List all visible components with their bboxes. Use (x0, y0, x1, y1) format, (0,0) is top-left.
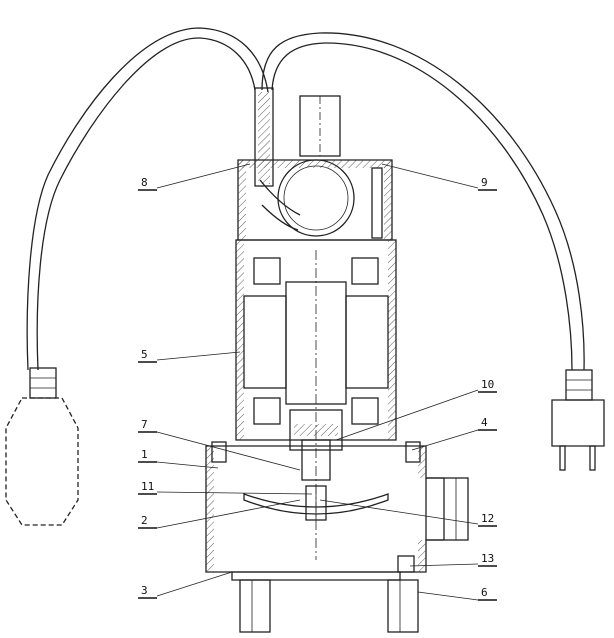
callout-5: 5 (141, 348, 148, 361)
callout-8: 8 (141, 176, 148, 189)
callout-6: 6 (481, 586, 488, 599)
callout-2: 2 (141, 514, 148, 527)
leader-lines (156, 163, 479, 601)
seal-housing (289, 409, 343, 481)
power-plug (551, 369, 605, 471)
terminal-box (237, 159, 393, 241)
stator-windings (253, 257, 379, 425)
callout-11: 11 (141, 480, 154, 493)
float-switch-cable (26, 27, 269, 371)
base-stand (231, 555, 419, 633)
impeller (243, 485, 389, 521)
callout-7: 7 (141, 418, 148, 431)
callout-9: 9 (481, 176, 488, 189)
callout-1: 1 (141, 448, 148, 461)
cable-inlet-tube (254, 87, 274, 187)
outlet-pipe (425, 477, 469, 541)
callout-4: 4 (481, 416, 488, 429)
callout-10: 10 (481, 378, 494, 391)
callout-3: 3 (141, 584, 148, 597)
callout-12: 12 (481, 512, 494, 525)
float-switch (5, 367, 79, 526)
handle (299, 95, 341, 157)
power-cable (261, 32, 585, 371)
callout-13: 13 (481, 552, 494, 565)
callout-labels: 8 9 5 10 7 4 1 11 2 12 13 3 6 (138, 176, 497, 601)
